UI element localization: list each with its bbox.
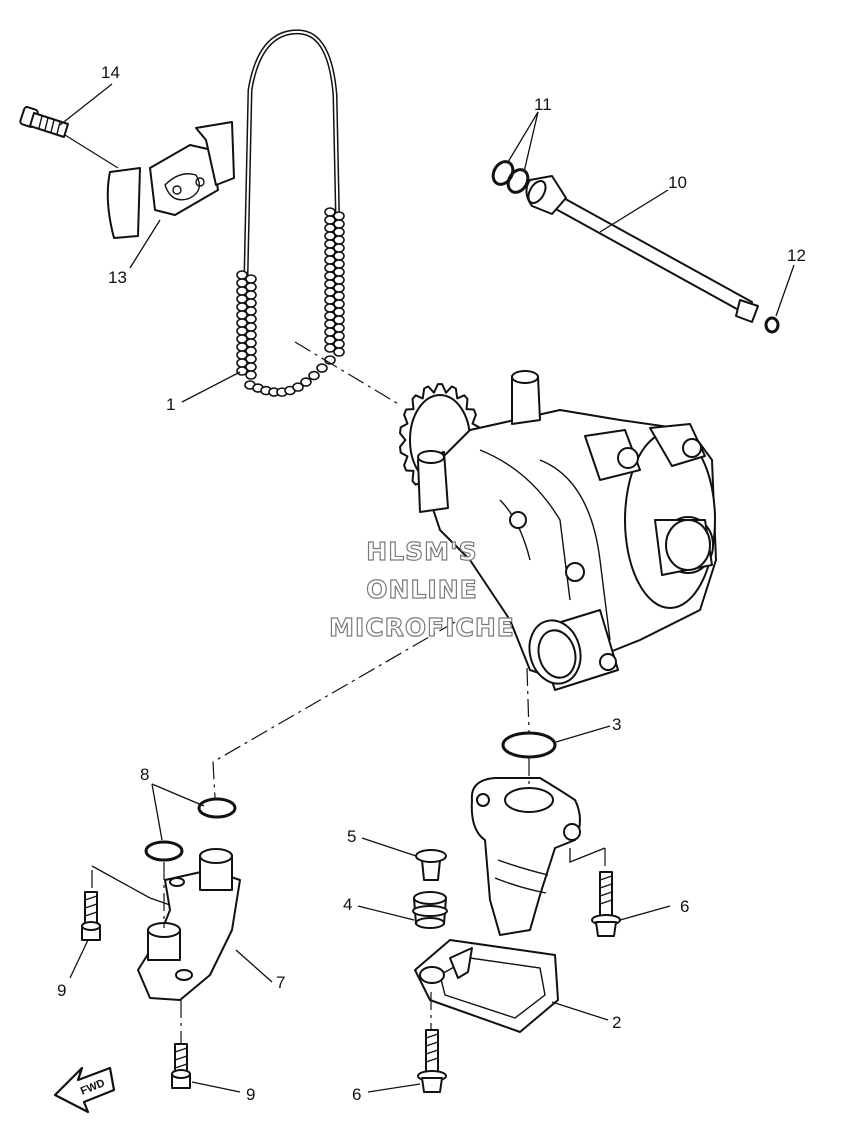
fwd-arrow: FWD	[53, 1066, 116, 1114]
callout-6-upper: 6	[680, 897, 689, 916]
chain-links-right	[324, 207, 345, 357]
callout-9-upper: 9	[57, 981, 66, 1000]
part-3-o-ring	[501, 731, 557, 759]
watermark-line-3: MICROFICHE	[329, 613, 515, 642]
alignment-lines	[64, 134, 606, 1044]
chain-links-left	[236, 270, 257, 380]
chain-link	[245, 370, 257, 380]
part-13-chain-guide	[106, 121, 235, 239]
watermark-line-1: HLSM'S	[366, 537, 477, 566]
callout-3: 3	[612, 715, 621, 734]
chain-link	[333, 347, 345, 357]
callout-13: 13	[108, 268, 127, 287]
callout-4: 4	[343, 895, 352, 914]
part-14-bolt	[19, 106, 69, 138]
part-10-pipe	[525, 175, 759, 323]
callout-14: 14	[101, 63, 120, 82]
callout-labels: 14 13 1 11 10 12 3 8 5 4 6 7 9 2 9 6	[57, 63, 806, 1104]
part-5-damper	[415, 849, 447, 881]
callout-8: 8	[140, 765, 149, 784]
callout-6-lower: 6	[352, 1085, 361, 1104]
chain-link	[236, 366, 248, 376]
callout-7: 7	[276, 973, 285, 992]
part-6-flange-bolt-upper	[591, 871, 621, 937]
part-9-bolt-upper	[81, 891, 101, 941]
chain-link	[324, 343, 336, 353]
part-4-grommet	[412, 891, 448, 929]
callout-5: 5	[347, 827, 356, 846]
part-9-bolt-lower	[171, 1043, 191, 1089]
chain-link	[308, 370, 320, 381]
oil-pump-assembly	[399, 370, 717, 691]
chain-link	[316, 363, 328, 373]
part-7-oil-pipe	[137, 848, 241, 1001]
part-2-strainer	[414, 777, 581, 1033]
callout-1: 1	[166, 395, 175, 414]
part-12-o-ring	[764, 316, 780, 334]
part-6-flange-bolt-lower	[417, 1029, 447, 1093]
part-8-o-rings	[144, 797, 237, 862]
watermark-line-2: ONLINE	[366, 575, 477, 604]
callout-11: 11	[534, 95, 552, 114]
callout-2: 2	[612, 1013, 621, 1032]
callout-12: 12	[787, 246, 806, 265]
chain-links-bottom	[244, 355, 336, 397]
chain-link	[300, 377, 312, 387]
watermark: HLSM'S ONLINE MICROFICHE	[329, 536, 515, 642]
leader-lines	[59, 83, 795, 1093]
callout-9-lower: 9	[246, 1085, 255, 1104]
part-1-timing-chain	[236, 29, 345, 397]
callout-10: 10	[668, 173, 687, 192]
chain-link	[292, 382, 304, 392]
